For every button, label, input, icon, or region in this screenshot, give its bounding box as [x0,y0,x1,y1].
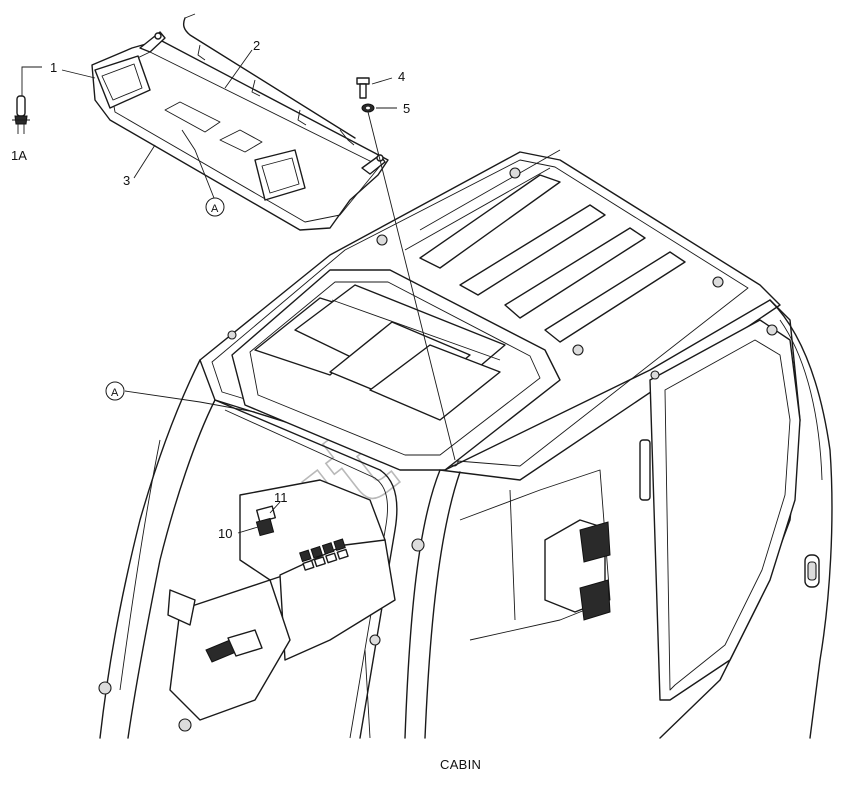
label-part-10: 10 [218,526,232,541]
work-light-bracket [91,31,389,231]
bolt [356,77,370,99]
label-part-5: 5 [403,101,410,116]
diagram-caption: CABIN [440,757,482,772]
label-part-4: 4 [398,69,405,84]
detail-a-callout-top [205,197,225,217]
leader-lines [21,49,397,534]
label-detail-a-top: A [211,203,219,215]
detail-a-callout-cabin [105,381,125,401]
label-part-1a: 1A [11,148,27,163]
wire-harness [182,13,356,146]
halogen-bulb [12,95,30,134]
interior-console [98,479,425,739]
assembly-axis-line [367,111,456,461]
label-part-11: 11 [274,490,288,505]
label-part-2: 2 [253,38,260,53]
cabin-body [99,299,833,739]
label-part-1: 1 [50,60,57,75]
label-part-3: 3 [123,173,130,188]
washer [361,103,375,113]
roof-skylight [231,269,561,471]
label-detail-a-cabin: A [111,387,119,399]
